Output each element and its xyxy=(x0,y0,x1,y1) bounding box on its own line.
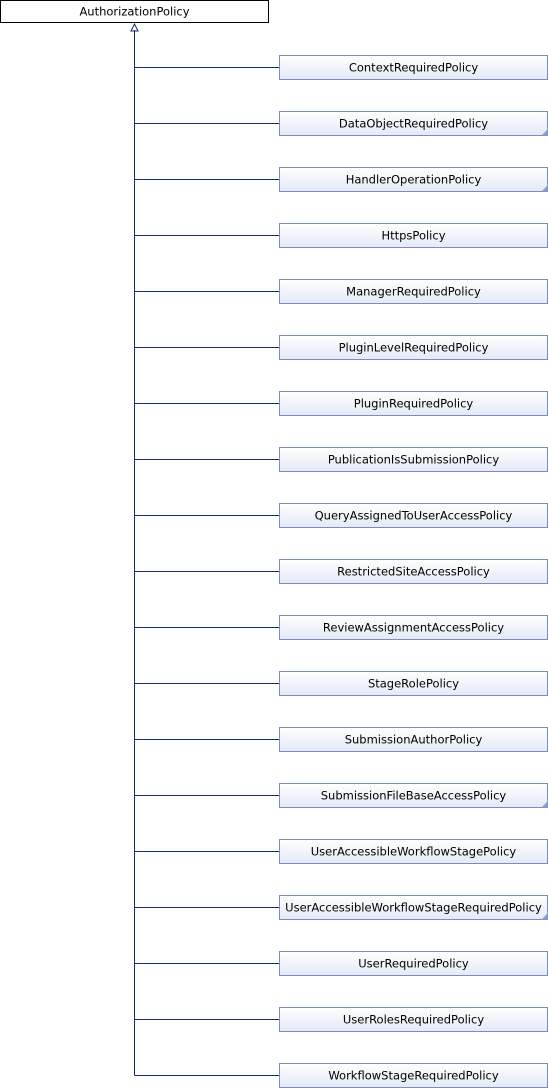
class-node-user-accessible-workflow-stage-required-policy[interactable]: UserAccessibleWorkflowStageRequiredPolic… xyxy=(279,895,548,920)
class-node-box xyxy=(279,55,548,80)
class-node-label: PublicationIsSubmissionPolicy xyxy=(328,453,500,467)
class-node-user-accessible-workflow-stage-policy[interactable]: UserAccessibleWorkflowStagePolicy xyxy=(279,839,548,864)
class-node-box xyxy=(279,111,548,136)
class-node-box xyxy=(279,279,548,304)
class-node-box xyxy=(279,783,548,808)
class-node-workflow-stage-required-policy[interactable]: WorkflowStageRequiredPolicy xyxy=(279,1063,548,1088)
class-node-label: UserRequiredPolicy xyxy=(358,957,469,971)
class-node-label: ReviewAssignmentAccessPolicy xyxy=(323,621,504,635)
class-node-label: PluginLevelRequiredPolicy xyxy=(339,341,489,355)
class-node-manager-required-policy[interactable]: ManagerRequiredPolicy xyxy=(279,279,548,304)
class-node-user-required-policy[interactable]: UserRequiredPolicy xyxy=(279,951,548,976)
class-node-label: WorkflowStageRequiredPolicy xyxy=(328,1069,498,1083)
class-node-box xyxy=(279,951,548,976)
class-node-authorization-policy[interactable]: AuthorizationPolicy xyxy=(0,0,269,23)
class-node-label: UserRolesRequiredPolicy xyxy=(343,1013,484,1027)
inheritance-edges xyxy=(130,22,280,1076)
class-node-plugin-level-required-policy[interactable]: PluginLevelRequiredPolicy xyxy=(279,335,548,360)
class-node-box xyxy=(279,1063,548,1088)
class-node-label: ManagerRequiredPolicy xyxy=(346,285,481,299)
class-node-context-required-policy[interactable]: ContextRequiredPolicy xyxy=(279,55,548,80)
class-node-review-assignment-access-policy[interactable]: ReviewAssignmentAccessPolicy xyxy=(279,615,548,640)
class-node-box xyxy=(0,0,269,23)
class-node-label: StageRolePolicy xyxy=(368,677,459,691)
class-node-label: RestrictedSiteAccessPolicy xyxy=(337,565,490,579)
more-subclasses-marker-icon xyxy=(541,129,548,136)
class-node-label: HttpsPolicy xyxy=(381,229,445,243)
class-node-data-object-required-policy[interactable]: DataObjectRequiredPolicy xyxy=(279,111,548,136)
class-node-submission-author-policy[interactable]: SubmissionAuthorPolicy xyxy=(279,727,548,752)
class-node-box xyxy=(279,839,548,864)
class-node-label: PluginRequiredPolicy xyxy=(354,397,474,411)
class-node-https-policy[interactable]: HttpsPolicy xyxy=(279,223,548,248)
class-node-handler-operation-policy[interactable]: HandlerOperationPolicy xyxy=(279,167,548,192)
class-node-label: SubmissionFileBaseAccessPolicy xyxy=(321,789,507,803)
class-node-label: ContextRequiredPolicy xyxy=(349,61,479,75)
class-node-box xyxy=(279,223,548,248)
class-node-label: UserAccessibleWorkflowStagePolicy xyxy=(311,845,517,859)
class-node-label: QueryAssignedToUserAccessPolicy xyxy=(315,509,513,523)
class-node-box xyxy=(279,335,548,360)
class-node-query-assigned-to-user-access-policy[interactable]: QueryAssignedToUserAccessPolicy xyxy=(279,503,548,528)
inheritance-arrowhead-icon xyxy=(130,22,139,32)
class-node-label: SubmissionAuthorPolicy xyxy=(345,733,483,747)
class-node-label: DataObjectRequiredPolicy xyxy=(339,117,488,131)
class-node-publication-is-submission-policy[interactable]: PublicationIsSubmissionPolicy xyxy=(279,447,548,472)
class-node-plugin-required-policy[interactable]: PluginRequiredPolicy xyxy=(279,391,548,416)
class-node-box xyxy=(279,727,548,752)
class-node-box xyxy=(279,503,548,528)
class-node-label: UserAccessibleWorkflowStageRequiredPolic… xyxy=(285,901,542,915)
class-node-user-roles-required-policy[interactable]: UserRolesRequiredPolicy xyxy=(279,1007,548,1032)
class-node-submission-file-base-access-policy[interactable]: SubmissionFileBaseAccessPolicy xyxy=(279,783,548,808)
class-node-box xyxy=(279,1007,548,1032)
class-node-restricted-site-access-policy[interactable]: RestrictedSiteAccessPolicy xyxy=(279,559,548,584)
more-subclasses-marker-icon xyxy=(541,185,548,192)
more-subclasses-marker-icon xyxy=(541,801,548,808)
class-node-label: AuthorizationPolicy xyxy=(79,5,189,19)
subclass-nodes: ContextRequiredPolicyDataObjectRequiredP… xyxy=(279,55,548,1088)
class-node-box xyxy=(279,447,548,472)
more-subclasses-marker-icon xyxy=(541,913,548,920)
class-node-label: HandlerOperationPolicy xyxy=(346,173,482,187)
class-node-stage-role-policy[interactable]: StageRolePolicy xyxy=(279,671,548,696)
class-node-box xyxy=(279,391,548,416)
